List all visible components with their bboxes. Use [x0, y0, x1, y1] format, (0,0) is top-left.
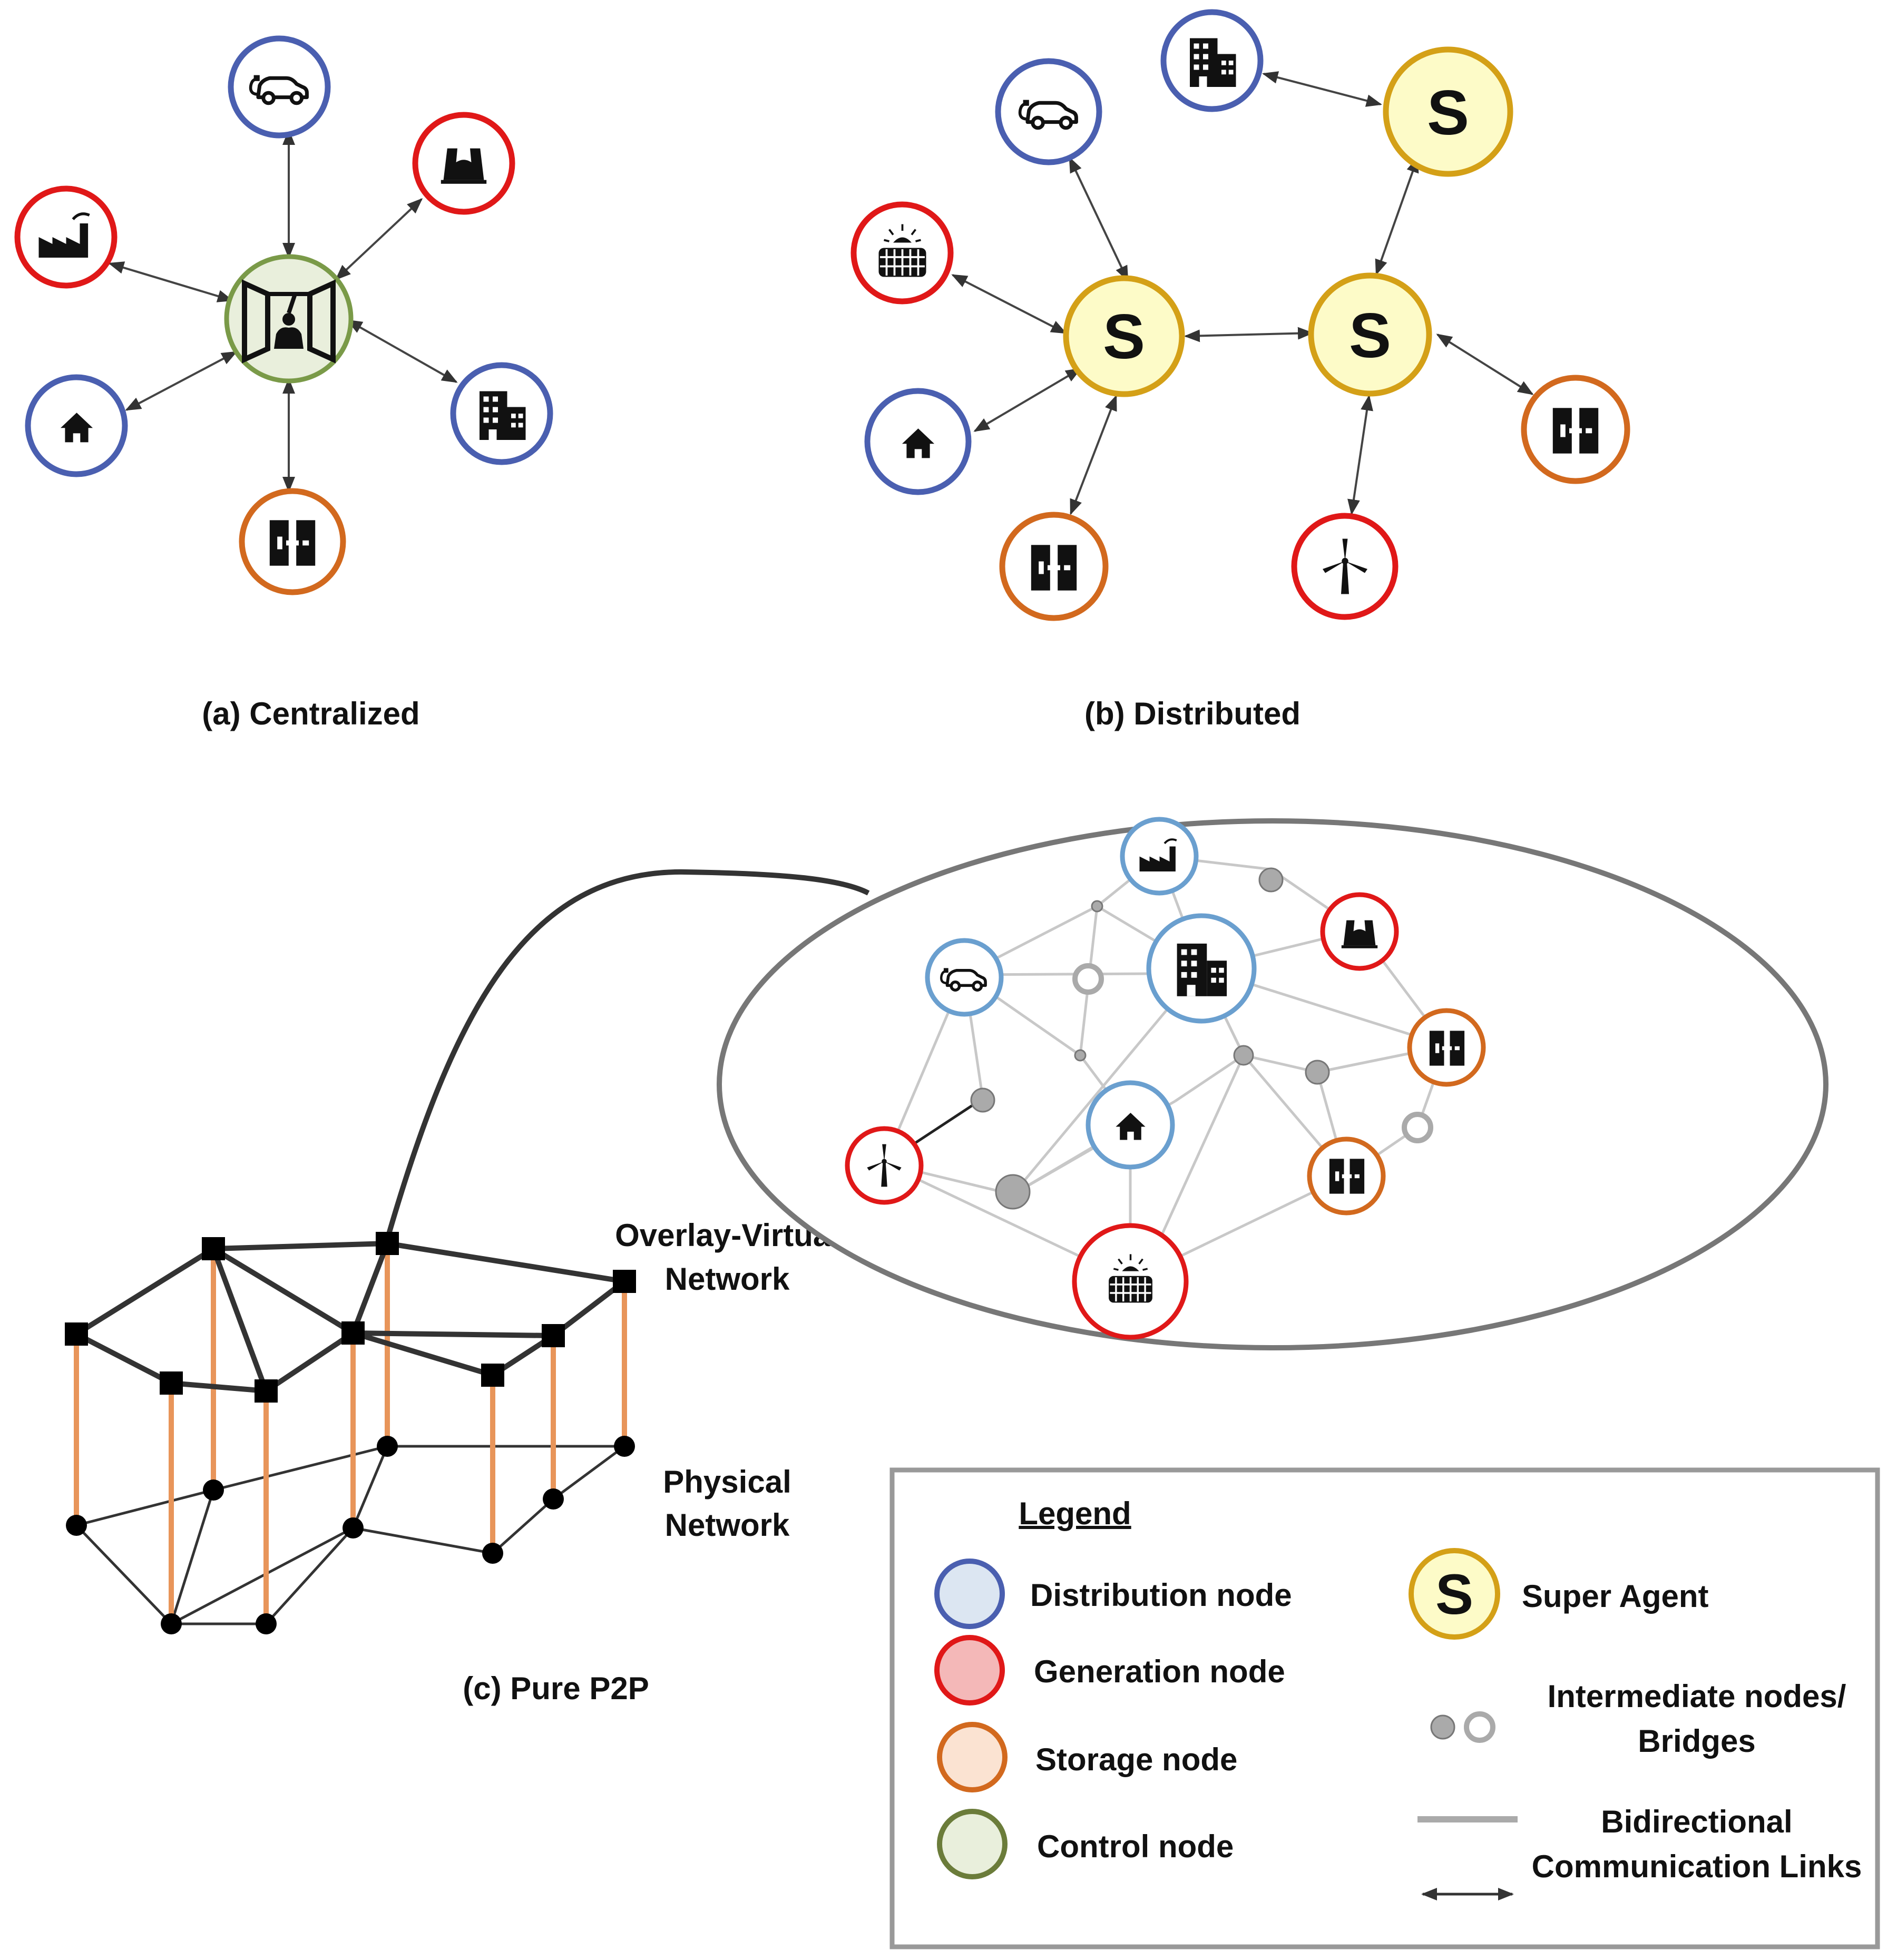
- legend-links-label-2: Communication Links: [1532, 1849, 1862, 1884]
- legend-storage-label: Storage node: [1035, 1742, 1237, 1777]
- caption-centralized: (a) Centralized: [202, 696, 419, 731]
- overlay-label-line2: Network: [665, 1261, 790, 1297]
- svg-text:S: S: [1103, 301, 1145, 372]
- caption-distributed: (b) Distributed: [1084, 696, 1300, 731]
- overlay-physical-links: [74, 1243, 627, 1624]
- physical-label-line1: Physical: [663, 1464, 791, 1500]
- super-agent-right: S: [1308, 272, 1432, 397]
- super-agent-top: S: [1383, 46, 1513, 177]
- legend-control-label: Control node: [1037, 1829, 1234, 1864]
- distribution-node-ev: [995, 58, 1102, 165]
- pure-p2p-diagram: Overlay-Virtual Network Physical Network…: [65, 817, 1828, 1706]
- p2p-ev-node: [925, 938, 1004, 1017]
- distribution-node-building: [450, 362, 553, 465]
- intermediate-nodes: [970, 867, 1330, 1210]
- distribution-node-house: [864, 388, 972, 495]
- legend-super-agent-label: Super Agent: [1522, 1579, 1708, 1614]
- legend-generation-swatch: [934, 1635, 1005, 1706]
- legend-intermediate-label-2: Bridges: [1638, 1723, 1755, 1759]
- physical-nodes: [66, 1436, 635, 1634]
- p2p-storage-node-bottom: [1307, 1136, 1386, 1216]
- storage-node-bottom: [999, 512, 1109, 621]
- p2p-house-node: [1086, 1080, 1175, 1170]
- legend-links-label-1: Bidirectional: [1601, 1804, 1792, 1839]
- legend-intermediate-swatch: [1430, 1711, 1495, 1743]
- generation-node-plant: [412, 112, 515, 215]
- legend-super-agent-swatch: S: [1409, 1548, 1500, 1640]
- svg-text:S: S: [1427, 77, 1469, 148]
- legend-storage-swatch: [937, 1722, 1008, 1792]
- control-node: [224, 254, 354, 384]
- distribution-node-ev: [228, 35, 331, 139]
- p2p-plant-node: [1320, 892, 1399, 971]
- storage-node-right: [1521, 375, 1630, 484]
- svg-text:S: S: [1349, 300, 1391, 371]
- generation-node-wind: [1291, 513, 1399, 620]
- p2p-building-node: [1146, 913, 1257, 1024]
- legend-distribution-swatch: [934, 1559, 1005, 1629]
- overlay-nodes: [65, 1232, 636, 1403]
- legend-intermediate-label-1: Intermediate nodes/: [1548, 1679, 1846, 1714]
- caption-pure-p2p: (c) Pure P2P: [463, 1671, 649, 1706]
- legend-generation-label: Generation node: [1034, 1654, 1285, 1689]
- p2p-storage-node-right: [1407, 1008, 1486, 1087]
- generation-node-factory: [14, 185, 118, 289]
- p2p-solar-node: [1072, 1223, 1189, 1340]
- legend: Legend Distribution node Generation node…: [889, 1467, 1880, 1949]
- bridge-nodes: [1072, 963, 1433, 1143]
- distributed-diagram: S S S: [850, 9, 1630, 731]
- physical-network-edges: [75, 1445, 625, 1625]
- legend-title: Legend: [1019, 1496, 1131, 1531]
- overlay-zoom-ellipse: [717, 817, 1828, 1350]
- super-agent-left: S: [1063, 275, 1185, 397]
- centralized-diagram: (a) Centralized: [14, 35, 553, 731]
- zoom-connector: [385, 869, 870, 1240]
- legend-control-swatch: [937, 1809, 1008, 1879]
- generation-node-solar: [850, 201, 954, 305]
- svg-text:S: S: [1435, 1562, 1473, 1626]
- legend-distribution-label: Distribution node: [1030, 1577, 1292, 1613]
- storage-node: [239, 488, 346, 595]
- distribution-node-house: [25, 374, 128, 477]
- p2p-factory-node: [1120, 817, 1199, 896]
- distribution-node-building: [1160, 9, 1264, 112]
- physical-label-line2: Network: [665, 1507, 790, 1543]
- p2p-wind-node: [845, 1126, 924, 1205]
